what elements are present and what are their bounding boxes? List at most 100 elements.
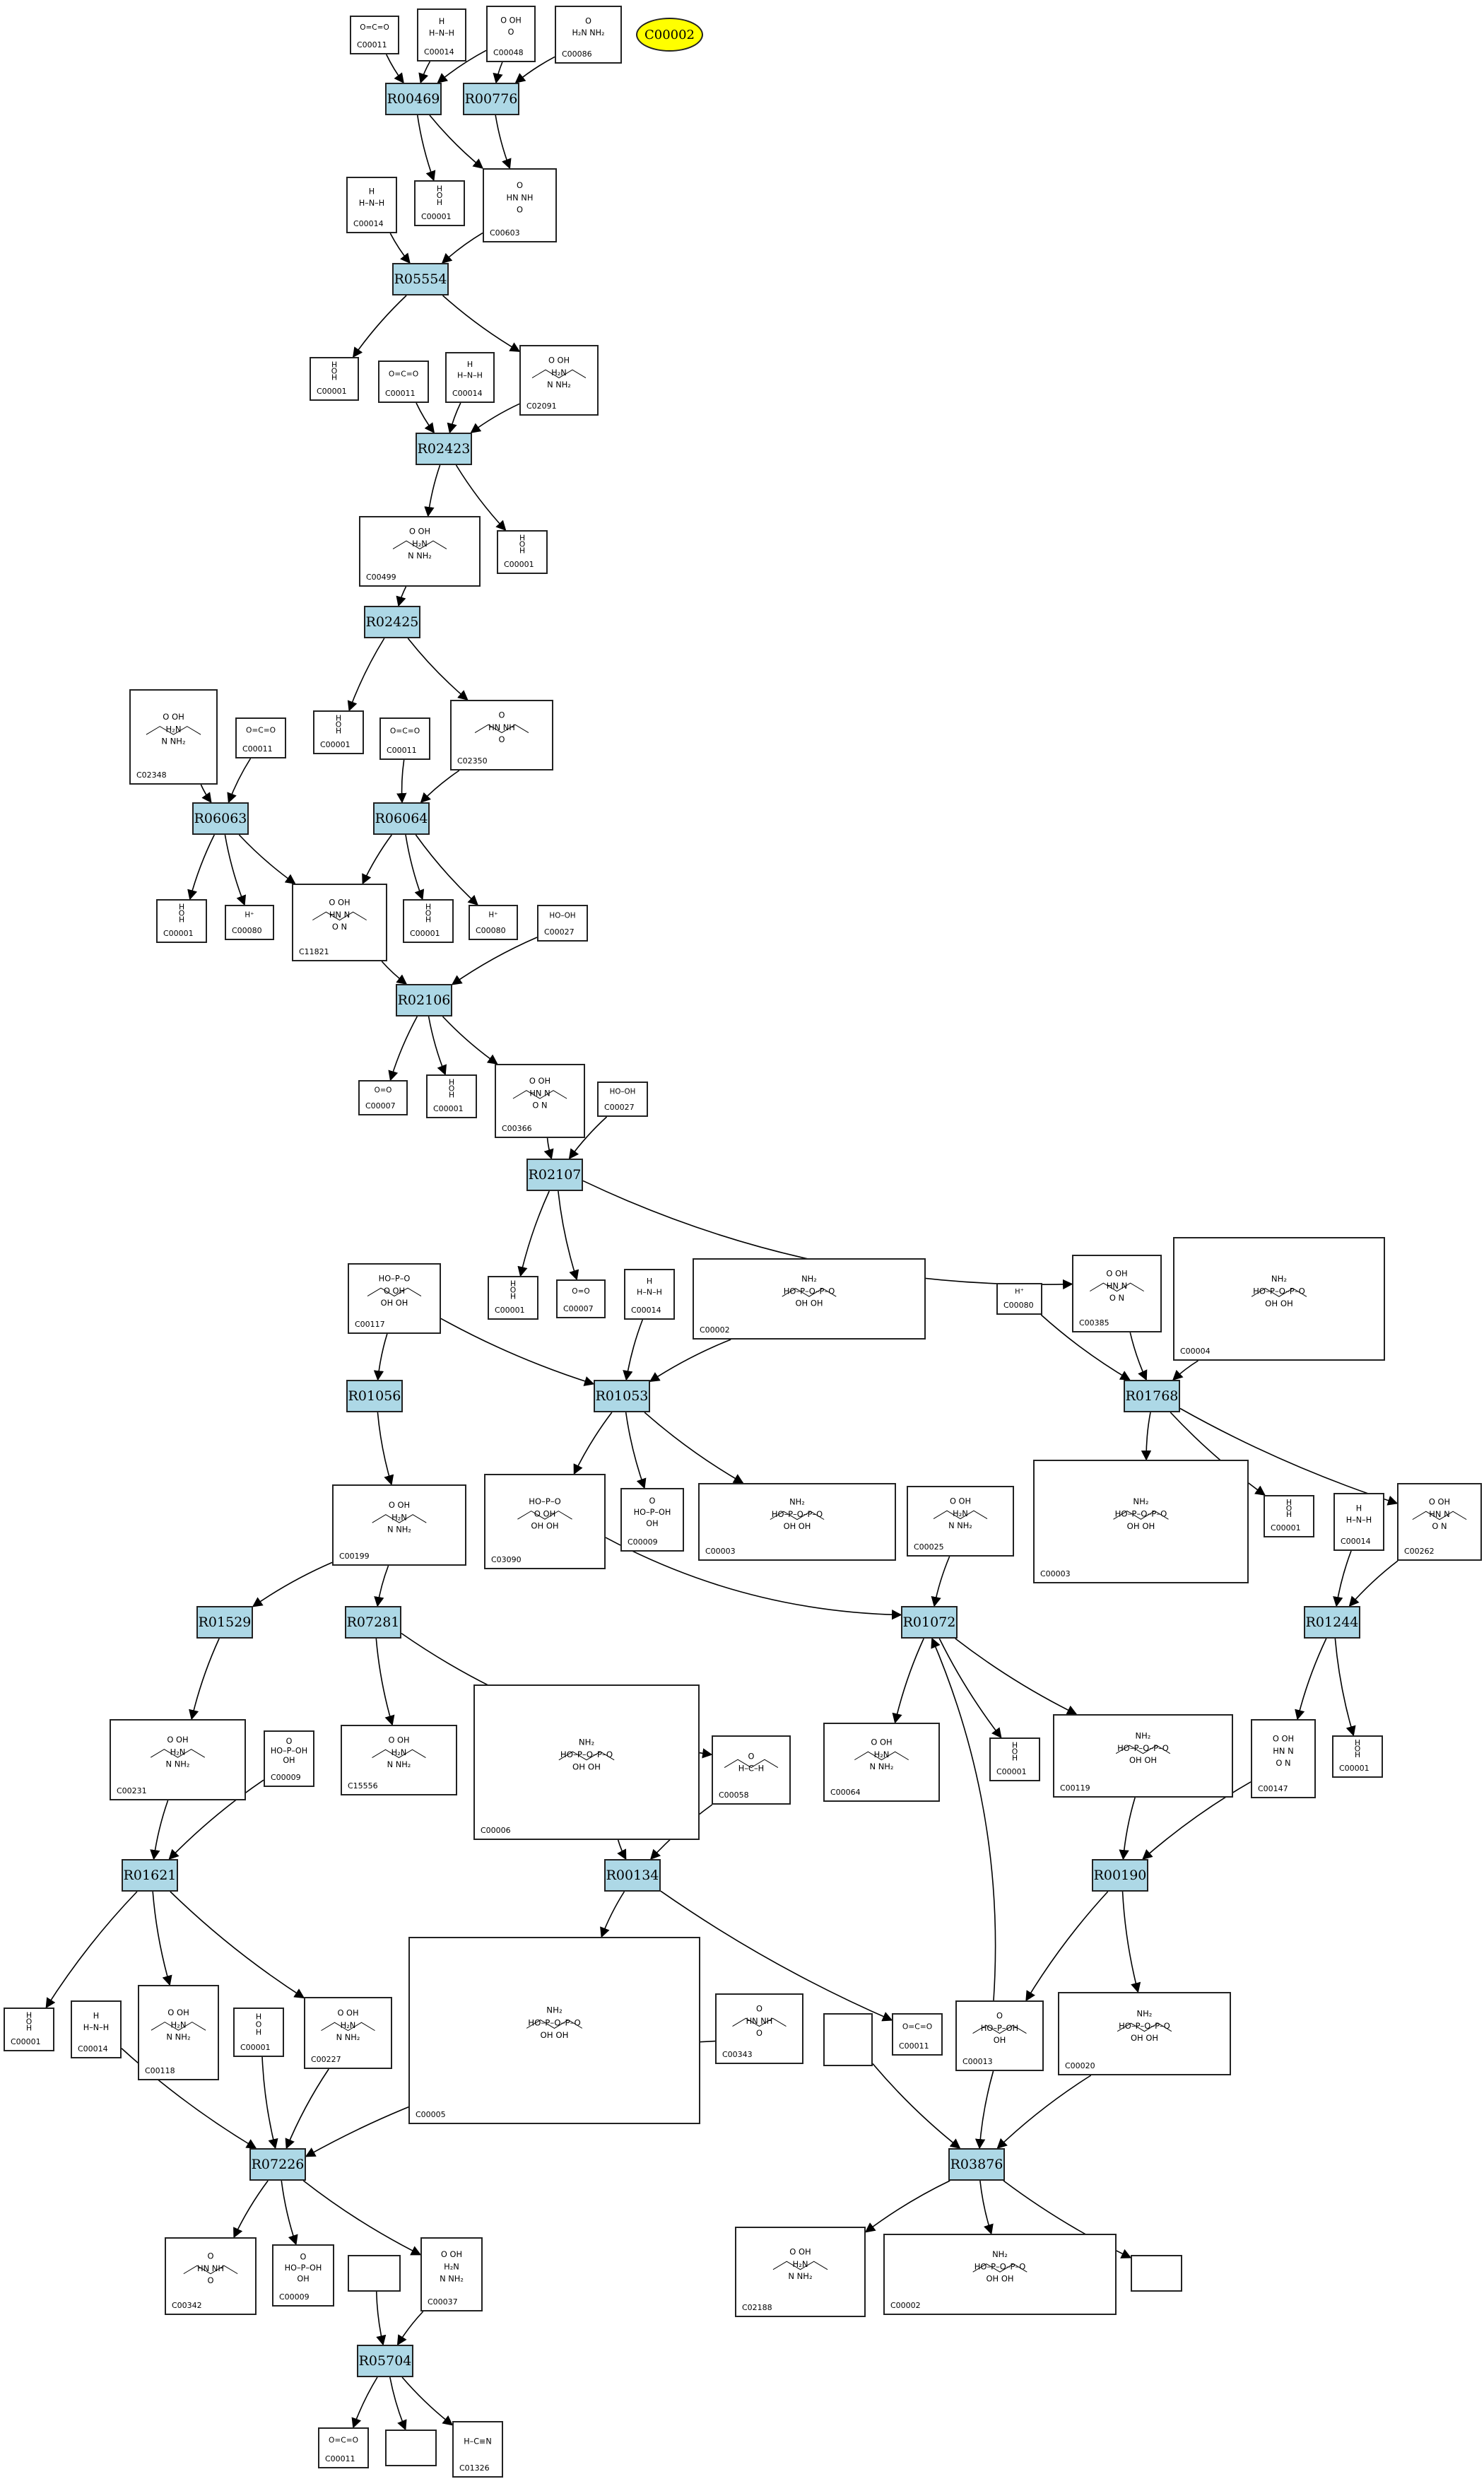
compound-node-empty[interactable] — [348, 2255, 401, 2292]
reaction-node-r01053[interactable]: R01053 — [594, 1380, 650, 1412]
reaction-node-r07226[interactable]: R07226 — [249, 2148, 306, 2181]
reaction-node-r03876[interactable]: R03876 — [948, 2148, 1005, 2181]
compound-node-empty[interactable] — [385, 2430, 437, 2466]
reaction-node-r06063[interactable]: R06063 — [192, 802, 249, 835]
legend-node-c00002[interactable]: C00002 — [636, 18, 703, 52]
reaction-node-r00134[interactable]: R00134 — [604, 1859, 661, 1892]
reaction-node-r01072[interactable]: R01072 — [901, 1606, 958, 1639]
reaction-node-r05554[interactable]: R05554 — [392, 263, 449, 295]
reaction-node-r02106[interactable]: R02106 — [396, 984, 452, 1016]
compound-node-empty[interactable] — [823, 2013, 873, 2066]
compound-node-c00080[interactable]: H⁺C00080 — [469, 905, 518, 940]
reaction-node-r00190[interactable]: R00190 — [1092, 1859, 1148, 1892]
reaction-node-r01056[interactable]: R01056 — [346, 1380, 403, 1412]
reaction-node-r01529[interactable]: R01529 — [196, 1606, 253, 1639]
reaction-node-r06064[interactable]: R06064 — [373, 802, 430, 835]
reaction-node-r01621[interactable]: R01621 — [122, 1859, 178, 1892]
compound-node-c00080[interactable]: H⁺C00080 — [996, 1283, 1042, 1315]
reaction-node-r00469[interactable]: R00469 — [385, 83, 442, 115]
reaction-node-r02425[interactable]: R02425 — [364, 606, 420, 638]
reaction-node-r02423[interactable]: R02423 — [416, 433, 472, 465]
reaction-node-r00776[interactable]: R00776 — [463, 83, 519, 115]
reaction-node-r02107[interactable]: R02107 — [526, 1159, 583, 1191]
reaction-node-r01768[interactable]: R01768 — [1124, 1380, 1180, 1412]
compound-node-c00080[interactable]: H⁺C00080 — [225, 905, 274, 940]
reaction-node-r07281[interactable]: R07281 — [345, 1606, 401, 1639]
reaction-node-r01244[interactable]: R01244 — [1304, 1606, 1360, 1639]
compound-node-empty[interactable] — [1131, 2255, 1182, 2292]
reaction-node-r05704[interactable]: R05704 — [357, 2345, 413, 2377]
